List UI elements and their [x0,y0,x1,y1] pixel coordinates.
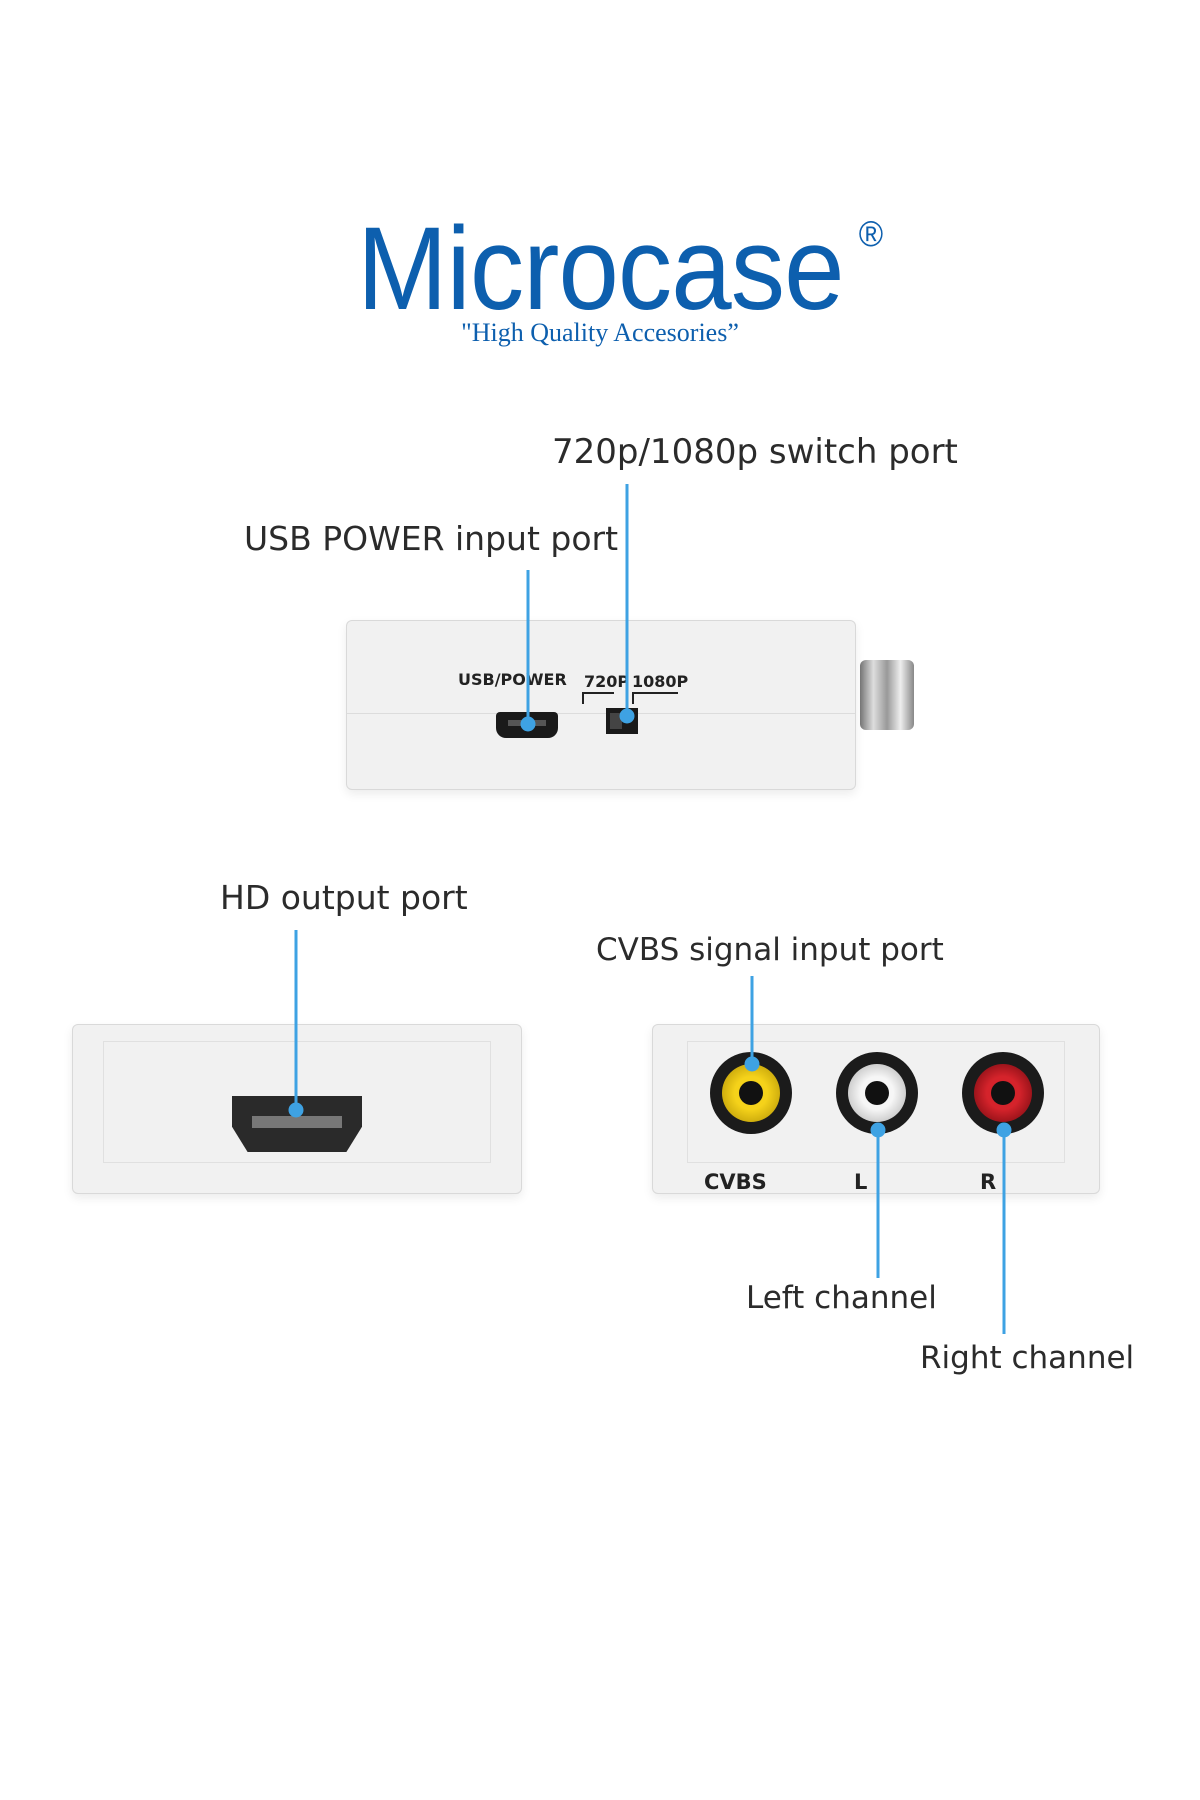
leader-usb-dot [520,716,536,732]
leader-left-dot [870,1122,886,1138]
brand-tagline: "High Quality Accesories” [461,318,739,347]
leader-switch-dot [619,708,635,724]
label-720p: 720P [584,672,630,691]
brand-name: Microcase® [356,203,883,335]
registered-mark: ® [858,213,882,254]
right-audio-jack [962,1052,1044,1134]
cvbs-jack-label: CVBS [704,1170,767,1194]
callout-hd-output: HD output port [220,878,468,917]
rca-connector-side [860,660,914,730]
callout-right-channel: Right channel [920,1340,1135,1376]
right-jack-label: R [980,1170,997,1194]
label-1080p: 1080P [632,672,689,691]
callout-switch-port: 720p/1080p switch port [552,432,958,472]
brand-logo: Microcase® [0,210,1200,328]
housing-seam [347,713,855,714]
callout-usb-power: USB POWER input port [244,519,619,558]
converter-side-view [346,620,856,790]
usb-power-label: USB/POWER [458,670,567,689]
hdmi-port [232,1096,362,1152]
switch-bracket-left [582,692,614,704]
callout-left-channel: Left channel [746,1280,937,1316]
leader-hd-dot [288,1102,304,1118]
leader-cvbs-dot [744,1056,760,1072]
leader-right-dot [996,1122,1012,1138]
callout-cvbs-input: CVBS signal input port [596,932,944,968]
left-audio-jack [836,1052,918,1134]
rca-panel [687,1041,1065,1163]
left-jack-label: L [854,1170,868,1194]
